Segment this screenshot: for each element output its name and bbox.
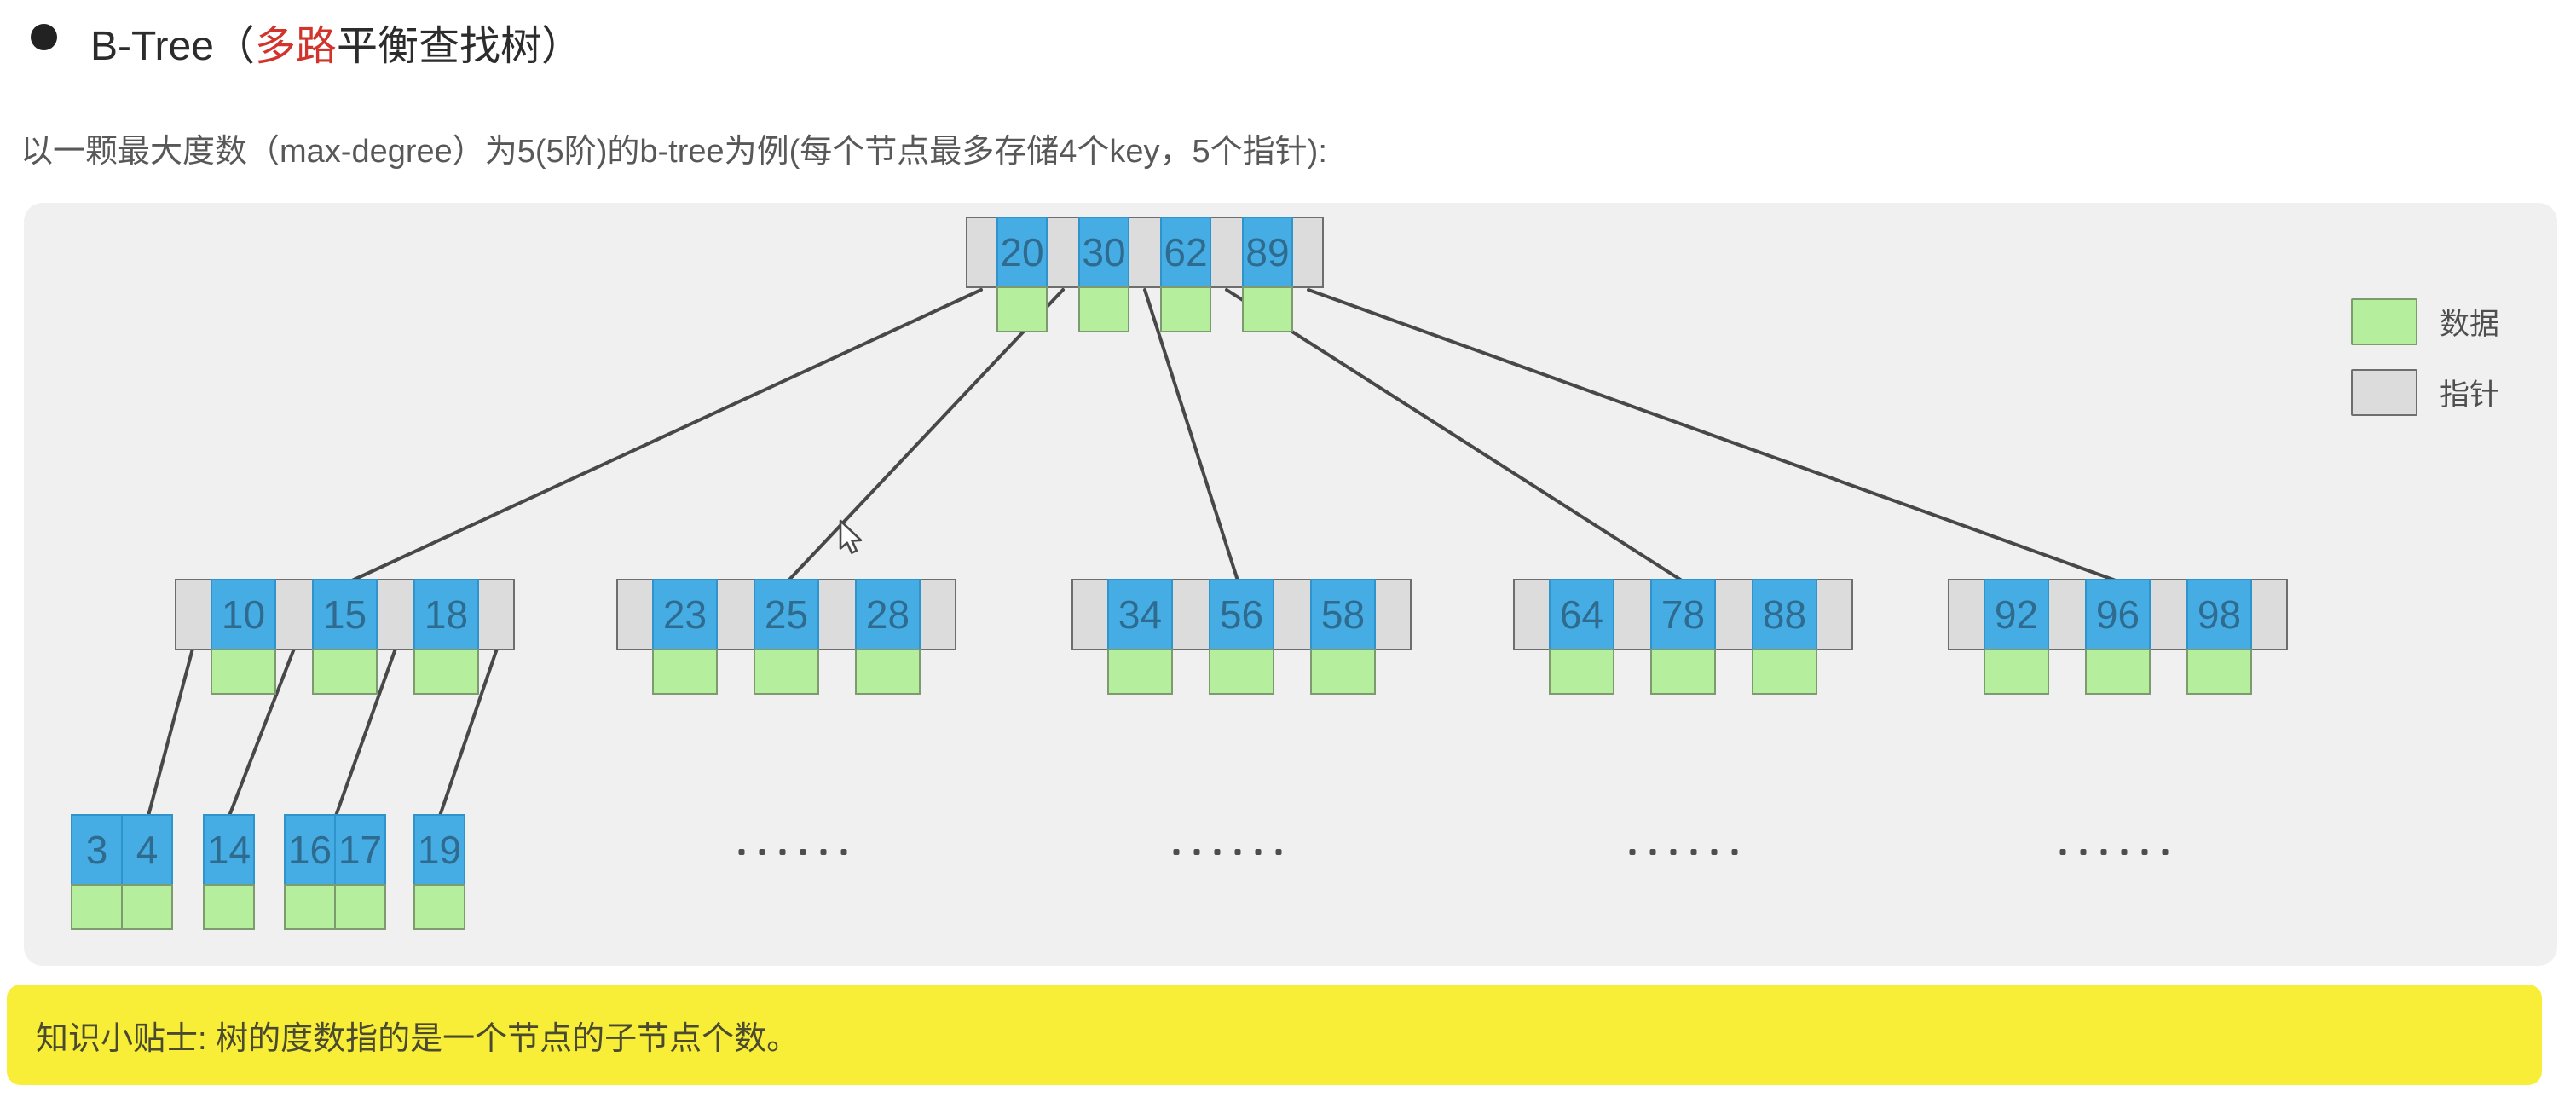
ellipsis-dots xyxy=(738,849,847,855)
data-swatch xyxy=(2351,298,2417,345)
data-cell xyxy=(1107,649,1173,695)
key-cell: 15 xyxy=(312,579,378,650)
data-cell xyxy=(312,649,378,695)
subtitle: 以一颗最大度数（max-degree）为5(5阶)的b-tree为例(每个节点最… xyxy=(20,134,1327,170)
key-cell: 14 xyxy=(203,814,255,886)
key-cell: 96 xyxy=(2085,579,2151,650)
key-cell: 20 xyxy=(996,217,1048,288)
data-cell xyxy=(413,649,479,695)
key-cell: 18 xyxy=(413,579,479,650)
data-cell xyxy=(203,884,255,930)
data-cell xyxy=(284,884,336,930)
key-cell: 34 xyxy=(1107,579,1173,650)
key-cell: 89 xyxy=(1242,217,1293,288)
bullet-icon xyxy=(31,24,57,50)
data-cell xyxy=(211,649,276,695)
data-cell xyxy=(855,649,921,695)
data-cell xyxy=(121,884,173,930)
title-prefix: B-Tree（ xyxy=(90,24,255,69)
legend-label: 指针 xyxy=(2440,378,2500,412)
ellipsis-dots xyxy=(1629,849,1738,855)
data-cell xyxy=(334,884,386,930)
key-cell: 10 xyxy=(211,579,276,650)
key-cell: 78 xyxy=(1650,579,1716,650)
key-cell: 23 xyxy=(652,579,718,650)
legend-label: 数据 xyxy=(2440,308,2500,341)
data-cell xyxy=(413,884,465,930)
key-cell: 3 xyxy=(71,814,123,886)
key-cell: 88 xyxy=(1752,579,1817,650)
data-cell xyxy=(71,884,123,930)
data-cell xyxy=(652,649,718,695)
ellipsis-dots xyxy=(1173,849,1282,855)
key-cell: 64 xyxy=(1549,579,1614,650)
data-cell xyxy=(996,286,1048,332)
note-text: 知识小贴士: 树的度数指的是一个节点的子节点个数。 xyxy=(36,1020,800,1057)
data-cell xyxy=(1310,649,1376,695)
legend-item-pointer: 指针 xyxy=(2351,369,2499,416)
data-cell xyxy=(2085,649,2151,695)
data-cell xyxy=(1752,649,1817,695)
key-cell: 25 xyxy=(754,579,819,650)
btree-node: 20 30 62 89 xyxy=(966,217,1324,334)
data-cell xyxy=(1984,649,2049,695)
data-cell xyxy=(1160,286,1211,332)
key-cell: 92 xyxy=(1984,579,2049,650)
title-suffix: 平衡查找树） xyxy=(336,24,582,69)
key-cell: 28 xyxy=(855,579,921,650)
key-cell: 56 xyxy=(1209,579,1274,650)
data-cell xyxy=(1242,286,1293,332)
key-cell: 17 xyxy=(334,814,386,886)
key-cell: 62 xyxy=(1160,217,1211,288)
data-cell xyxy=(754,649,819,695)
btree-node: 10 15 18 xyxy=(175,579,515,696)
page-title: B-Tree（多路平衡查找树） xyxy=(90,12,582,72)
data-cell xyxy=(1650,649,1716,695)
btree-node: 92 96 98 xyxy=(1948,579,2288,696)
btree-leaf-node: 14 xyxy=(203,814,255,932)
key-cell: 19 xyxy=(413,814,465,886)
btree-node: 23 25 28 xyxy=(616,579,956,696)
legend: 数据 指针 xyxy=(2351,298,2499,440)
data-cell xyxy=(2186,649,2252,695)
btree-leaf-node: 19 xyxy=(413,814,465,932)
key-cell: 58 xyxy=(1310,579,1376,650)
key-cell: 30 xyxy=(1078,217,1129,288)
title-highlight: 多路 xyxy=(254,24,337,69)
ellipsis-dots xyxy=(2059,849,2169,855)
legend-item-data: 数据 xyxy=(2351,298,2499,345)
pointer-swatch xyxy=(2351,369,2417,416)
data-cell xyxy=(1078,286,1129,332)
key-cell: 16 xyxy=(284,814,336,886)
note-box: 知识小贴士: 树的度数指的是一个节点的子节点个数。 xyxy=(7,985,2542,1085)
btree-node: 64 78 88 xyxy=(1513,579,1853,696)
btree-node: 34 56 58 xyxy=(1071,579,1412,696)
key-cell: 98 xyxy=(2186,579,2252,650)
key-cell: 4 xyxy=(121,814,173,886)
data-cell xyxy=(1549,649,1614,695)
data-cell xyxy=(1209,649,1274,695)
